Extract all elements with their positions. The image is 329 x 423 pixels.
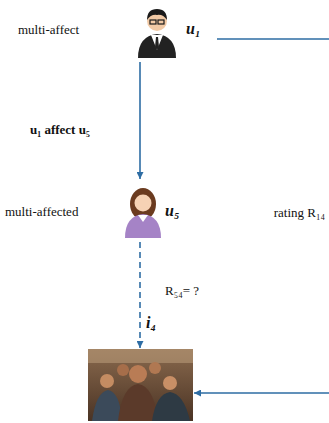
edge-label: R₅₄= ? xyxy=(165,283,199,299)
figure xyxy=(152,392,190,421)
movie-poster xyxy=(88,349,193,421)
poster-sky xyxy=(88,349,193,363)
item-symbol: i₄ xyxy=(146,313,156,332)
figure xyxy=(129,365,147,383)
figure xyxy=(117,364,129,376)
tie xyxy=(155,37,159,50)
figure xyxy=(100,374,114,388)
role-caption: multi-affect xyxy=(18,22,79,38)
influence-arrow xyxy=(139,62,141,179)
shirt xyxy=(151,35,163,50)
figure xyxy=(92,390,122,421)
edge-label: u₁ affect u₅ xyxy=(30,122,90,138)
user-symbol: u₅ xyxy=(165,201,179,220)
man-icon xyxy=(138,9,176,58)
role-caption: multi-affected xyxy=(5,204,78,220)
poster-ground xyxy=(88,349,193,421)
user-node: i₄ xyxy=(88,349,193,421)
glasses xyxy=(158,20,164,24)
figure xyxy=(163,376,177,390)
woman-icon xyxy=(125,188,161,238)
collar xyxy=(138,215,148,222)
prediction-arrow xyxy=(139,242,141,348)
user-symbol: u₁ xyxy=(186,19,200,38)
figure xyxy=(149,362,161,374)
glasses xyxy=(150,20,156,24)
figure xyxy=(118,384,158,421)
rating-arrow xyxy=(194,39,329,393)
hair xyxy=(147,9,167,20)
suit xyxy=(138,34,176,58)
face xyxy=(135,195,152,212)
edge-label: rating R₁₄ xyxy=(274,205,325,221)
user-node: multi-affectu₁ xyxy=(130,6,215,60)
body xyxy=(125,214,161,238)
user-node: multi-affectedu₅ xyxy=(120,180,190,240)
